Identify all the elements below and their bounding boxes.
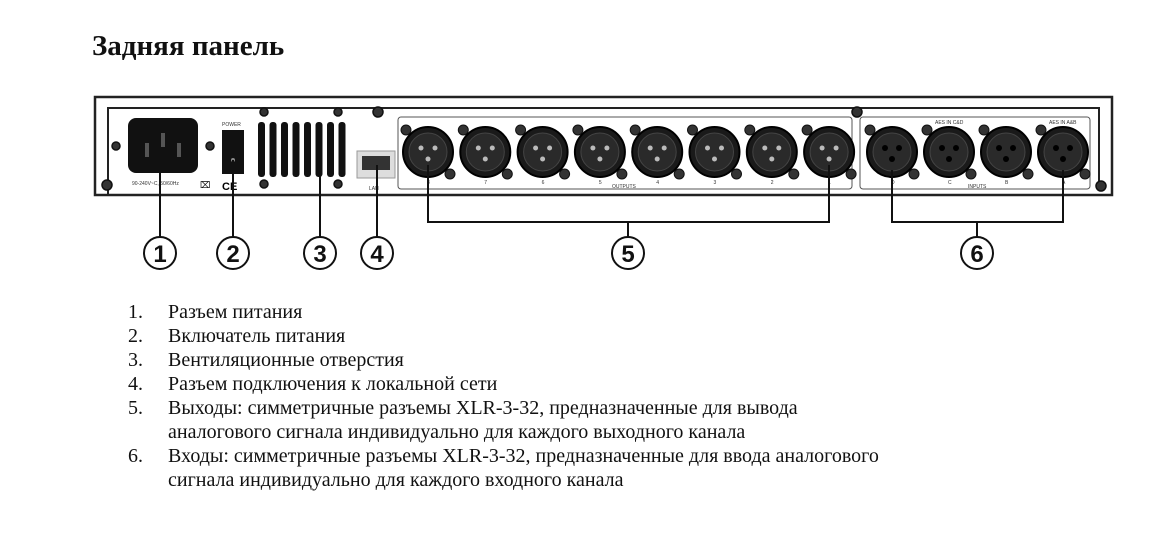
- vent-slot: [292, 122, 300, 177]
- voltage-label: 90-240V~C, 50/60Hz: [132, 181, 179, 187]
- vent-slot: [327, 122, 334, 177]
- legend-text: Входы: симметричные разъемы XLR-3-32, пр…: [168, 445, 879, 467]
- inputs-label: INPUTS: [968, 184, 987, 190]
- legend-item: 4. Разъем подключения к локальной сети: [128, 372, 879, 396]
- input-connector: C: [921, 124, 977, 186]
- callout-number: 3: [313, 241, 326, 268]
- ce-mark: CE: [222, 181, 237, 193]
- legend-item: 6. Входы: симметричные разъемы XLR-3-32, …: [128, 444, 879, 492]
- output-number: 3: [714, 180, 717, 186]
- callout-1: 1: [143, 236, 177, 270]
- output-connector: 6: [515, 124, 571, 186]
- lan-label: LAN: [369, 186, 379, 192]
- legend-number: 4.: [128, 373, 143, 395]
- input-number: B: [1005, 180, 1009, 186]
- output-number: 4: [656, 180, 659, 186]
- legend-number: 5.: [128, 397, 143, 419]
- legend-text: Разъем питания: [168, 301, 303, 323]
- legend-text: Разъем подключения к локальной сети: [168, 373, 498, 395]
- legend-text-continued: аналогового сигнала индивидуально для ка…: [168, 421, 746, 443]
- vent-slot: [281, 122, 288, 177]
- panel-screws: [101, 106, 1107, 192]
- callout-2: 2: [216, 236, 250, 270]
- output-connector: 1: [801, 124, 857, 186]
- callout-number: 6: [970, 241, 983, 268]
- callout-5: 5: [611, 236, 645, 270]
- callout-6: 6: [960, 236, 994, 270]
- input-number: C: [948, 180, 952, 186]
- callout-markers: 1 2 3 4 5 6: [143, 236, 994, 270]
- vent-slot: [269, 122, 277, 177]
- callout-4: 4: [360, 236, 394, 270]
- input-connector: B: [978, 124, 1034, 186]
- output-number: 2: [771, 180, 774, 186]
- legend-item: 2. Включатель питания: [128, 324, 879, 348]
- legend-text: Выходы: симметричные разъемы XLR-3-32, п…: [168, 397, 798, 419]
- callout-number: 1: [153, 241, 166, 268]
- outputs-label: OUTPUTS: [612, 184, 637, 190]
- callout-3: 3: [303, 236, 337, 270]
- output-number: 6: [542, 180, 545, 186]
- legend-item: 3. Вентиляционные отверстия: [128, 348, 879, 372]
- legend-item: 5. Выходы: симметричные разъемы XLR-3-32,…: [128, 396, 879, 444]
- output-connector: 3: [687, 124, 742, 186]
- legend-item: 1. Разъем питания: [128, 300, 879, 324]
- legend-number: 3.: [128, 349, 143, 371]
- page-title: Задняя панель: [92, 30, 285, 62]
- vent-slot: [338, 122, 346, 177]
- output-connector: 2: [744, 124, 800, 186]
- power-label: POWER: [222, 122, 241, 128]
- vent-slot: [315, 122, 323, 177]
- output-connector: 5: [572, 124, 628, 186]
- output-connector: 8: [400, 124, 456, 186]
- vent-slot: [304, 122, 311, 177]
- legend-number: 1.: [128, 301, 143, 323]
- aes-cd-label: AES IN C&D: [935, 120, 964, 126]
- callout-number: 5: [621, 241, 634, 268]
- callout-lines: [159, 160, 1064, 238]
- legend-text: Включатель питания: [168, 325, 346, 347]
- legend-text: Вентиляционные отверстия: [168, 349, 404, 371]
- output-connectors: OUTPUTS 8 7 6 5 4 3 2 1: [400, 124, 857, 190]
- vent-slot: [258, 122, 265, 177]
- callout-number: 4: [370, 241, 384, 268]
- legend-number: 2.: [128, 325, 143, 347]
- output-number: 7: [484, 180, 487, 186]
- callout-number: 2: [226, 241, 239, 268]
- rear-panel-diagram: 90-240V~C, 50/60Hz ⌧ POWER CE LAN OUTPUT…: [93, 95, 1114, 270]
- legend-text-continued: сигнала индивидуально для каждого входно…: [168, 469, 624, 491]
- power-inlet: 90-240V~C, 50/60Hz ⌧: [128, 118, 210, 190]
- ventilation-slots: [258, 122, 346, 177]
- weee-icon: ⌧: [200, 180, 210, 190]
- output-connector: 7: [457, 124, 513, 186]
- legend-number: 6.: [128, 445, 143, 467]
- output-number: 5: [599, 180, 602, 186]
- legend-list: 1. Разъем питания 2. Включатель питания 3. Ве…: [128, 300, 879, 492]
- output-connector: 4: [629, 124, 685, 186]
- aes-ab-label: AES IN A&B: [1049, 120, 1077, 126]
